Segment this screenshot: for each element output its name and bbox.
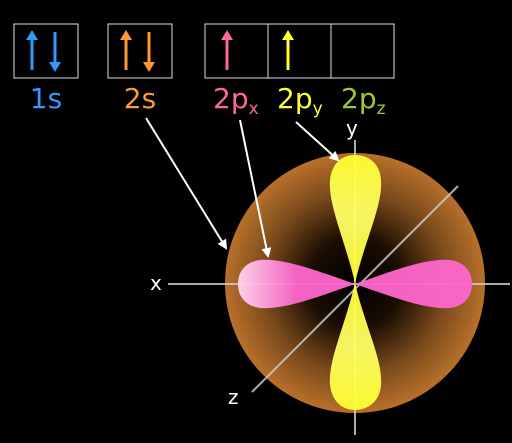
electron-arrows — [26, 30, 294, 72]
lobe-2py-top — [329, 155, 382, 283]
electron-up-arrow-icon — [120, 30, 132, 70]
box-2s — [107, 23, 173, 79]
box-2pz — [330, 23, 395, 79]
orbital-2px — [238, 259, 472, 309]
label-2pz: 2pz — [341, 82, 386, 119]
box-1s — [13, 23, 79, 79]
label-1s: 1s — [30, 82, 62, 115]
label-2s: 2s — [124, 82, 156, 115]
lobe-2py-bottom — [329, 283, 382, 410]
label-2py: 2py — [277, 82, 323, 119]
box-2py — [267, 23, 332, 79]
orbital-2py — [329, 155, 382, 410]
orbital-labels: 1s 2s 2px 2py 2pz — [30, 82, 386, 119]
lobe-2px-right — [355, 259, 472, 309]
electron-up-arrow-icon — [282, 30, 294, 70]
label-2px: 2px — [213, 82, 259, 119]
axis-label-y: y — [346, 116, 358, 140]
pointer-2s-arrow-icon — [145, 117, 228, 250]
orbital-boxes — [13, 23, 395, 79]
electron-up-arrow-icon — [26, 30, 38, 70]
pointer-2px-arrow-icon — [239, 119, 272, 258]
electron-down-arrow-icon — [143, 32, 155, 72]
axis-labels: x y z — [150, 116, 358, 409]
box-2px — [204, 23, 269, 79]
pointer-arrows — [145, 117, 340, 258]
electron-down-arrow-icon — [49, 32, 61, 72]
electron-up-arrow-icon — [221, 30, 233, 70]
axis-label-x: x — [150, 271, 162, 295]
axis-label-z: z — [228, 385, 239, 409]
pointer-2py-arrow-icon — [295, 121, 340, 162]
lobe-2px-left — [238, 259, 355, 309]
